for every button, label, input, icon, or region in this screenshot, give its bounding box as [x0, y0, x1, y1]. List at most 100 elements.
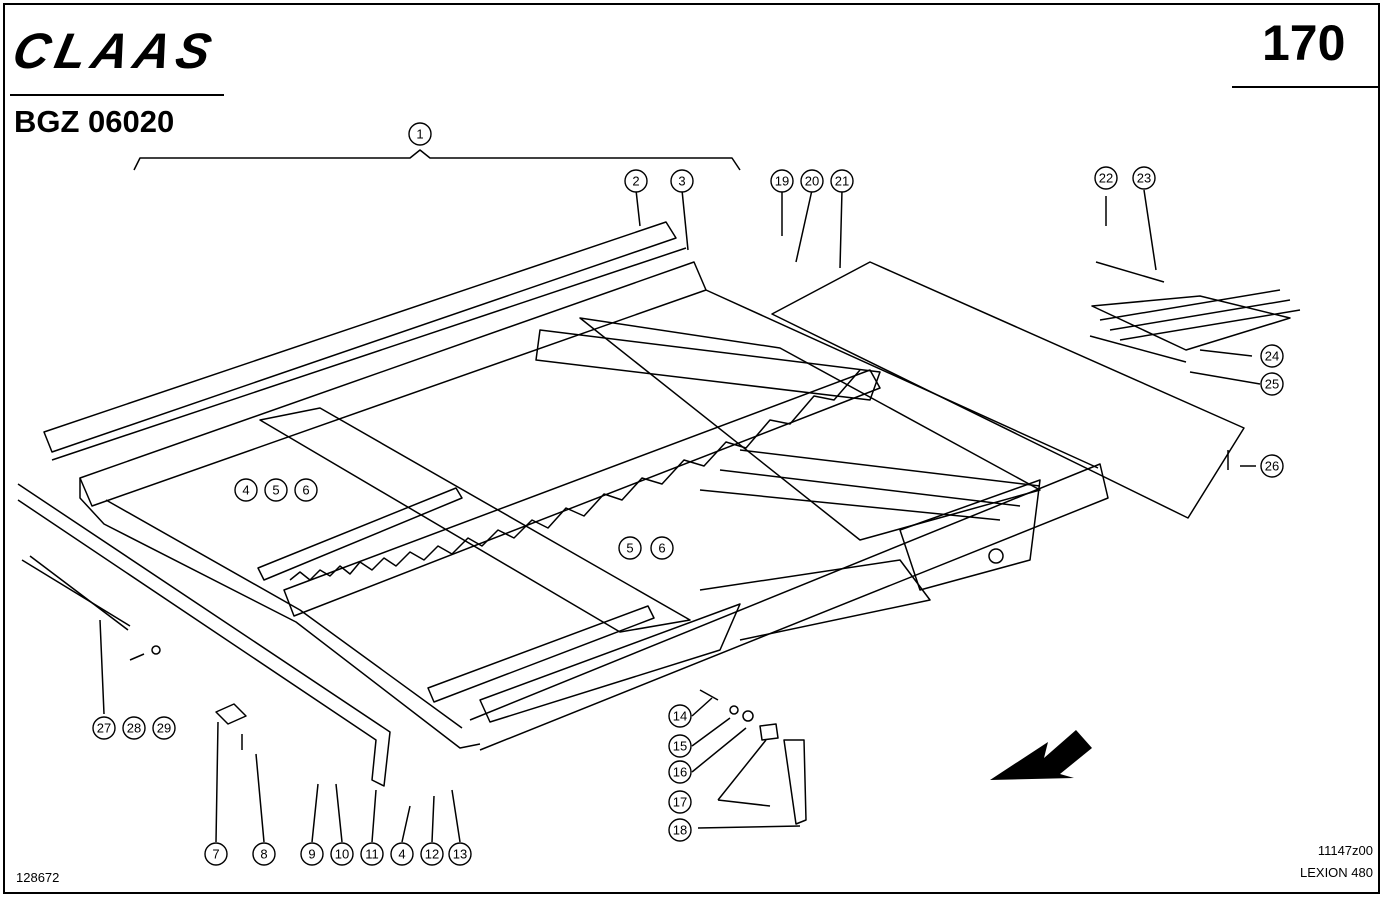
callout-label: 5 [272, 483, 279, 498]
side-rail [17, 483, 391, 787]
callout-label: 5 [626, 541, 633, 556]
left-cross-member [259, 407, 691, 633]
page-number: 170 [1262, 15, 1346, 71]
callout-circle [1094, 166, 1118, 190]
callout-circle [420, 842, 444, 866]
callout-circle [668, 760, 692, 784]
callout-label: 15 [673, 739, 687, 754]
seal-strip-lower [427, 605, 655, 703]
washer-29 [151, 645, 161, 655]
callout-circle [152, 716, 176, 740]
callout-label: 6 [658, 541, 665, 556]
page-number-underline [1232, 86, 1378, 88]
callout-17: 17 [668, 790, 692, 814]
callout-29: 29 [152, 716, 176, 740]
callout-4: 4 [390, 842, 414, 866]
callout-label: 29 [157, 721, 171, 736]
clamp-strip [1089, 335, 1187, 363]
side-plate-hole [988, 548, 1004, 564]
frame-left-side [79, 478, 481, 749]
finger-sieve [1091, 295, 1291, 351]
callout-circle [668, 704, 692, 728]
grate-area [579, 317, 1041, 541]
hinge-bracket [215, 703, 247, 725]
callout-circle [1260, 454, 1284, 478]
callout-label: 11 [365, 847, 379, 862]
callout-circle [624, 169, 648, 193]
callout-2: 2 [624, 169, 648, 193]
callout-24: 24 [1260, 344, 1284, 368]
callout-label: 8 [260, 847, 267, 862]
callout-5: 5 [264, 478, 288, 502]
callout-18: 18 [668, 818, 692, 842]
callout-circle [668, 734, 692, 758]
drawing-lines [17, 149, 1301, 843]
callout-circle [264, 478, 288, 502]
callout-circle [650, 536, 674, 560]
bolt-28 [129, 653, 145, 661]
callout-label: 21 [835, 174, 849, 189]
callout-label: 24 [1265, 349, 1279, 364]
callout-9: 9 [300, 842, 324, 866]
washer-16 [742, 710, 754, 722]
callout-circle [1260, 344, 1284, 368]
callout-circle [330, 842, 354, 866]
callout-circle [122, 716, 146, 740]
side-plate [899, 479, 1041, 591]
brand-underline [10, 94, 224, 96]
washer-15 [729, 705, 739, 715]
callout-25: 25 [1260, 372, 1284, 396]
callout-label: 9 [308, 847, 315, 862]
callout-circle [448, 842, 472, 866]
model-name: LEXION 480 [1300, 865, 1373, 880]
bolt-14 [699, 689, 719, 701]
callout-label: 4 [398, 847, 405, 862]
callout-label: 19 [775, 174, 789, 189]
callout-12: 12 [420, 842, 444, 866]
document-code: BGZ 06020 [14, 104, 175, 139]
toothed-rail [283, 369, 881, 617]
callout-28: 28 [122, 716, 146, 740]
callout-circle [360, 842, 384, 866]
callout-10: 10 [330, 842, 354, 866]
callout-6: 6 [294, 478, 318, 502]
seal-strip [43, 221, 677, 453]
callout-3: 3 [670, 169, 694, 193]
callout-19: 19 [770, 169, 794, 193]
sieve-fingers [1099, 289, 1301, 341]
callout-14: 14 [668, 704, 692, 728]
callout-label: 22 [1099, 171, 1113, 186]
callout-label: 10 [335, 847, 349, 862]
frame-left-inner [105, 499, 463, 729]
callout-label: 14 [673, 709, 687, 724]
callout-4: 4 [234, 478, 258, 502]
callout-label: 1 [416, 127, 423, 142]
callout-6: 6 [650, 536, 674, 560]
callout-label: 2 [632, 174, 639, 189]
callout-22: 22 [1094, 166, 1118, 190]
callout-13: 13 [448, 842, 472, 866]
strip-rail [51, 247, 687, 461]
callout-27: 27 [92, 716, 116, 740]
callout-1: 1 [408, 122, 432, 146]
retainer-strip [1095, 261, 1165, 283]
callout-8: 8 [252, 842, 276, 866]
callout-circle [668, 818, 692, 842]
callout-label: 27 [97, 721, 111, 736]
grate-bars [699, 449, 1041, 521]
frame-rear-beam [79, 261, 707, 507]
reference-number: 128672 [16, 870, 60, 885]
callout-circle [92, 716, 116, 740]
assembly-bracket [133, 149, 741, 171]
callout-label: 17 [673, 795, 687, 810]
support-bracket [479, 603, 741, 723]
callout-circle [1260, 372, 1284, 396]
lower-support [699, 559, 931, 641]
callout-label: 3 [678, 174, 685, 189]
callout-7: 7 [204, 842, 228, 866]
callout-circle [1132, 166, 1156, 190]
callout-circle [234, 478, 258, 502]
callout-circle [670, 169, 694, 193]
